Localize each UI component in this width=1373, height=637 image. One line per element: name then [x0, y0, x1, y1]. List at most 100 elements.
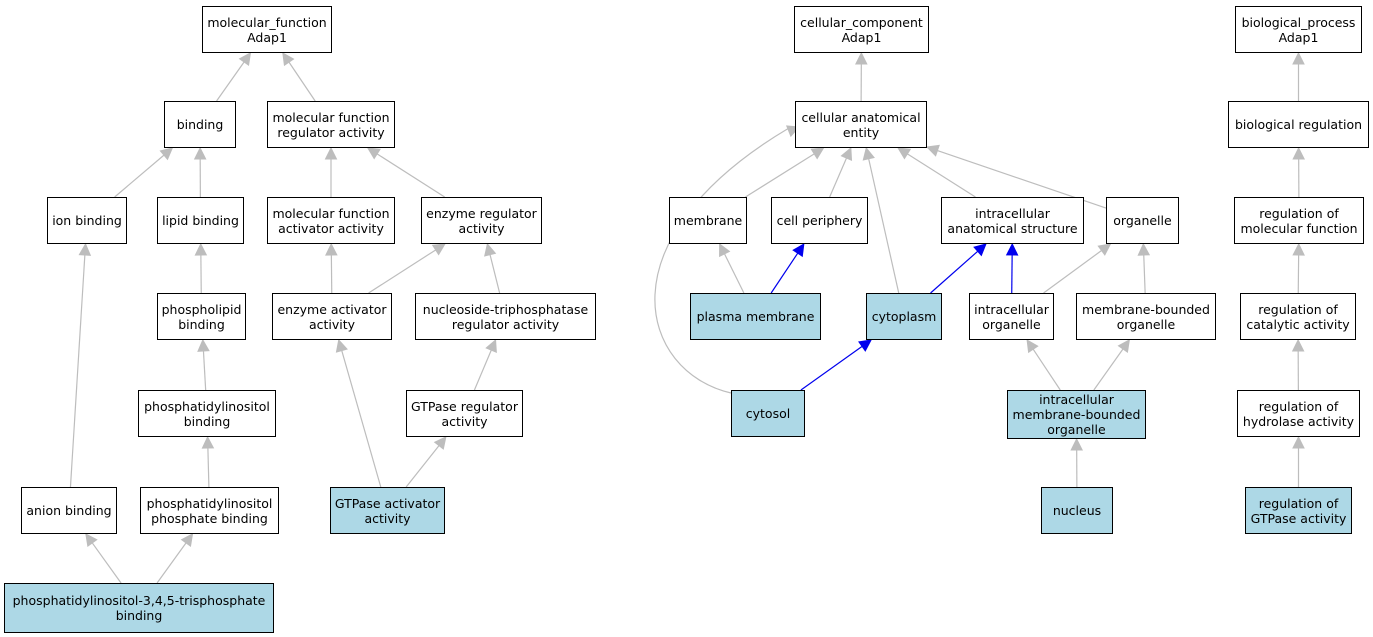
go-term-cae: cellular anatomical entity	[795, 101, 927, 148]
edge-reg-mf-to-bio-reg-arrowhead	[1292, 146, 1305, 160]
go-term-mf-activator: molecular function activator activity	[267, 197, 395, 244]
edge-enzyme-activator-to-mf-activator-arrowhead	[325, 242, 338, 256]
edge-membrane-to-cae	[745, 153, 815, 198]
edge-gtpase-activator-to-gtpase-regulator	[405, 445, 440, 488]
go-term-gtpase-activator: GTPase activator activity	[330, 487, 445, 534]
edge-pip3-binding-to-pip-binding-arrowhead	[180, 533, 194, 548]
go-term-ion-binding: ion binding	[47, 197, 127, 244]
go-term-ntpase-regulator: nucleoside-triphosphatase regulator acti…	[415, 293, 596, 340]
edge-organelle-to-cae-arrowhead	[925, 144, 940, 157]
edge-reg-cat-to-reg-mf-arrowhead	[1292, 242, 1305, 256]
edge-pip3-binding-to-anion-binding-arrowhead	[85, 533, 98, 548]
go-term-enzyme-regulator: enzyme regulator activity	[421, 197, 542, 244]
edge-enzyme-activator-to-enzyme-regulator	[368, 249, 436, 294]
edge-intra-organelle-to-organelle	[1043, 250, 1102, 294]
edge-binding-to-mf-root-arrowhead	[238, 52, 252, 67]
edge-anion-binding-to-ion-binding-arrowhead	[78, 242, 92, 256]
edge-imbo-to-mb-organelle	[1093, 348, 1124, 391]
go-term-reg-cat: regulation of catalytic activity	[1240, 293, 1356, 340]
edge-mb-organelle-to-organelle-arrowhead	[1137, 242, 1151, 256]
edge-intra-organelle-to-organelle-arrowhead	[1097, 243, 1112, 256]
go-term-cc-root: cellular_component Adap1	[794, 6, 929, 53]
go-term-cell-periphery: cell periphery	[771, 197, 868, 244]
edge-ion-binding-to-binding	[114, 154, 165, 198]
go-term-reg-hyd: regulation of hydrolase activity	[1237, 390, 1360, 437]
go-term-mf-root: molecular_function Adap1	[202, 6, 332, 53]
edge-intra-organelle-to-ias-arrowhead	[1005, 242, 1019, 256]
edge-plasma-membrane-to-membrane	[723, 253, 745, 294]
edge-cae-to-cc-root-arrowhead	[855, 51, 868, 65]
edge-reg-hyd-to-reg-cat-arrowhead	[1291, 338, 1305, 352]
go-term-gtpase-regulator: GTPase regulator activity	[406, 390, 523, 437]
edge-enzyme-activator-to-enzyme-regulator-arrowhead	[431, 243, 446, 256]
edge-pi-binding-to-phospholipid-binding-arrowhead	[197, 338, 210, 352]
edge-pip3-binding-to-anion-binding	[91, 542, 122, 584]
go-term-bp-root: biological_process Adap1	[1235, 6, 1362, 53]
edge-ias-to-cae	[907, 153, 976, 198]
edge-ntpase-regulator-to-enzyme-regulator	[489, 254, 501, 294]
go-term-bio-reg: biological regulation	[1228, 101, 1369, 148]
edge-pip3-binding-to-pip-binding	[156, 542, 187, 584]
edge-pi-binding-to-phospholipid-binding	[202, 350, 207, 391]
go-term-organelle: organelle	[1106, 197, 1179, 244]
edge-plasma-membrane-to-cell-periphery	[770, 252, 799, 294]
edge-mf-regulator-to-mf-root-arrowhead	[282, 52, 295, 67]
edge-gtpase-activator-to-enzyme-activator	[341, 350, 382, 488]
go-term-plasma-membrane: plasma membrane	[690, 293, 821, 340]
edge-enzyme-regulator-to-mf-regulator	[376, 153, 445, 198]
edge-enzyme-regulator-to-mf-regulator-arrowhead	[366, 147, 381, 160]
edge-reg-gtpase-to-reg-hyd-arrowhead	[1292, 435, 1305, 449]
go-term-cytosol: cytosol	[731, 390, 805, 437]
edge-imbo-to-mb-organelle-arrowhead	[1117, 339, 1130, 354]
edge-cytoplasm-to-cae	[868, 158, 900, 294]
go-term-mf-regulator: molecular function regulator activity	[267, 101, 395, 148]
go-term-ias: intracellular anatomical structure	[941, 197, 1084, 244]
go-term-pip3-binding: phosphatidylinositol-3,4,5-trisphosphate…	[4, 583, 274, 633]
go-term-intra-organelle: intracellular organelle	[969, 293, 1054, 340]
edge-imbo-to-intra-organelle-arrowhead	[1026, 339, 1039, 354]
edge-gtpase-regulator-to-ntpase-regulator	[473, 349, 492, 391]
edge-phospholipid-binding-to-lipid-binding-arrowhead	[194, 242, 208, 256]
edge-cytosol-to-cytoplasm	[800, 345, 863, 391]
edge-mf-regulator-to-mf-root	[288, 61, 316, 102]
go-term-mb-organelle: membrane-bounded organelle	[1076, 293, 1216, 340]
go-term-anion-binding: anion binding	[21, 487, 117, 534]
go-term-enzyme-activator: enzyme activator activity	[272, 293, 392, 340]
edge-cytosol-to-cae	[654, 127, 790, 394]
edge-binding-to-mf-root	[216, 61, 245, 102]
edge-cell-periphery-to-cae	[829, 157, 848, 198]
edge-lipid-binding-to-binding-arrowhead	[193, 146, 207, 160]
go-term-imbo: intracellular membrane-bounded organelle	[1007, 390, 1146, 439]
go-term-phospholipid-binding: phospholipid binding	[157, 293, 246, 340]
go-term-binding: binding	[164, 101, 236, 148]
go-term-pip-binding: phosphatidylinositol phosphate binding	[140, 487, 279, 534]
edge-pip-binding-to-pi-binding	[207, 447, 210, 488]
edge-bio-reg-to-bp-root-arrowhead	[1292, 51, 1305, 65]
go-term-cytoplasm: cytoplasm	[866, 293, 942, 340]
edge-nucleus-to-imbo-arrowhead	[1070, 437, 1083, 451]
edge-cytosol-to-cytoplasm-arrowhead	[858, 339, 872, 352]
edge-anion-binding-to-ion-binding	[69, 254, 86, 488]
edge-cytoplasm-to-cae-arrowhead	[862, 146, 875, 161]
edge-pip-binding-to-pi-binding-arrowhead	[201, 435, 215, 449]
edge-ias-to-cae-arrowhead	[897, 147, 912, 160]
edge-mb-organelle-to-organelle	[1143, 254, 1146, 294]
go-term-pi-binding: phosphatidylinositol binding	[138, 390, 276, 437]
go-term-membrane: membrane	[669, 197, 747, 244]
edge-gtpase-activator-to-enzyme-activator-arrowhead	[335, 338, 348, 353]
go-term-lipid-binding: lipid binding	[157, 197, 244, 244]
edge-ntpase-regulator-to-enzyme-regulator-arrowhead	[484, 242, 497, 257]
edge-gtpase-activator-to-gtpase-regulator-arrowhead	[433, 436, 447, 450]
edge-ion-binding-to-binding-arrowhead	[159, 147, 174, 161]
go-term-reg-mf: regulation of molecular function	[1234, 197, 1364, 244]
go-term-reg-gtpase: regulation of GTPase activity	[1245, 487, 1352, 534]
go-term-nucleus: nucleus	[1041, 487, 1113, 534]
edge-imbo-to-intra-organelle	[1032, 348, 1061, 391]
edge-mf-activator-to-mf-regulator-arrowhead	[324, 146, 338, 160]
edge-plasma-membrane-to-cell-periphery-arrowhead	[792, 243, 805, 258]
edge-membrane-to-cae-arrowhead	[810, 147, 825, 160]
edge-cytoplasm-to-ias-arrowhead	[973, 243, 987, 257]
edge-cytoplasm-to-ias	[930, 250, 979, 294]
